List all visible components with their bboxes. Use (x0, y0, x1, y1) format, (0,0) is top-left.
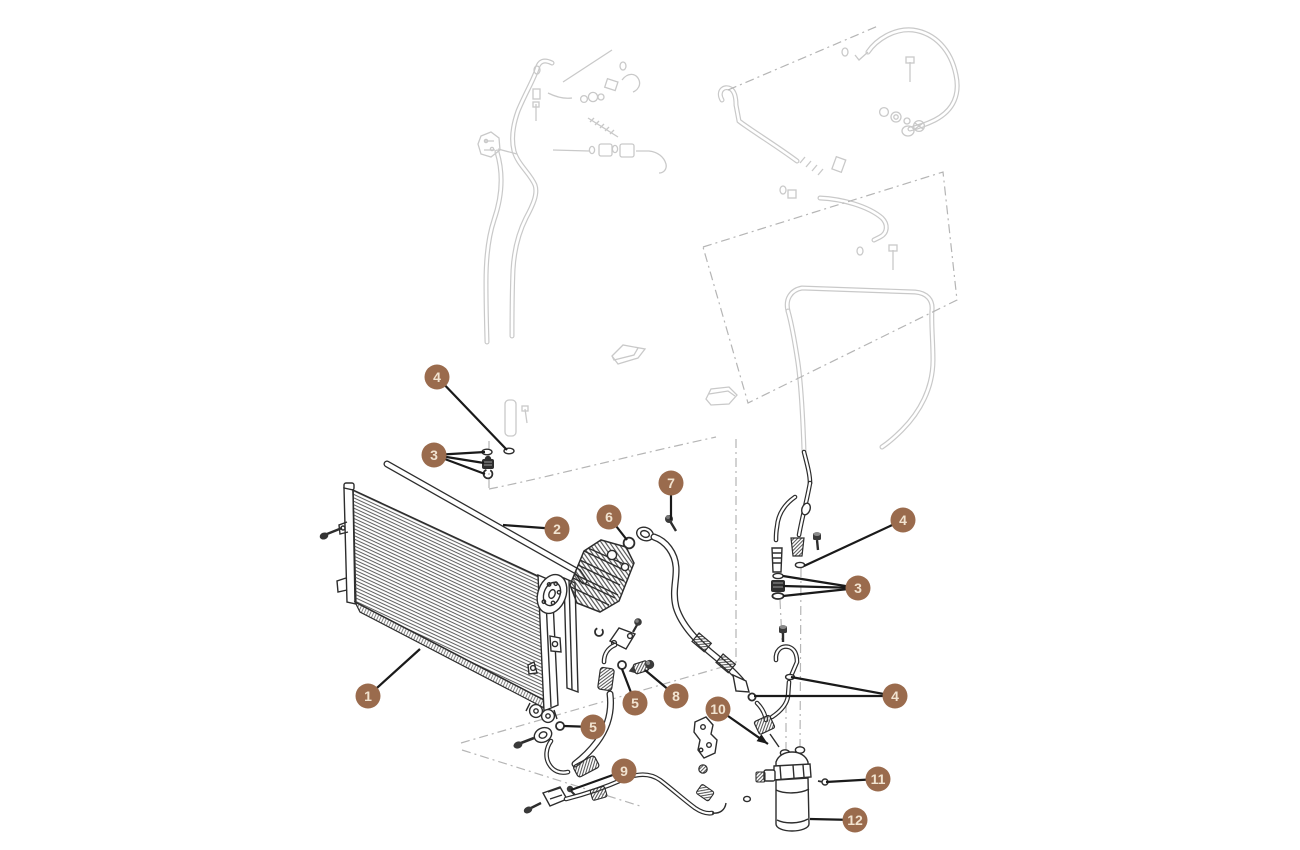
o-ring-5a (555, 721, 565, 731)
liquid-pipe-drawing (523, 772, 752, 816)
callout-10[interactable]: 10 (705, 696, 769, 745)
receiver-drier-drawing (755, 746, 829, 832)
faded-gasket-shapes (611, 344, 738, 406)
suction-hose-drawing (513, 618, 655, 778)
valve-8 (628, 659, 655, 675)
callout-12[interactable]: 12 (809, 807, 868, 833)
callout-number: 11 (871, 771, 886, 787)
callout-number: 9 (620, 763, 628, 779)
callout-number: 5 (631, 695, 639, 711)
o-ring-6 (622, 536, 636, 550)
callout-badge[interactable] (622, 690, 648, 716)
callout-badge[interactable] (882, 683, 908, 709)
callout-badge[interactable] (355, 683, 381, 709)
callout-badge[interactable] (424, 364, 450, 390)
callout-badge[interactable] (658, 470, 684, 496)
callout-4[interactable]: 4 (424, 364, 508, 451)
callout-number: 3 (430, 447, 438, 463)
callout-number: 12 (847, 812, 863, 828)
bolt-4-right (813, 532, 821, 551)
callout-number: 6 (605, 509, 613, 525)
left-fitting-group (481, 447, 515, 480)
callout-4[interactable]: 4 (754, 675, 908, 709)
callout-11[interactable]: 11 (825, 766, 891, 792)
drier-pipe-drawing (753, 625, 800, 748)
callout-1[interactable]: 1 (355, 648, 421, 709)
callout-9[interactable]: 9 (570, 758, 637, 792)
callout-badge[interactable] (845, 575, 871, 601)
callout-badge[interactable] (842, 807, 868, 833)
bracket-drawing (693, 716, 718, 774)
o-ring-5b (617, 660, 627, 670)
faded-background-art (477, 27, 960, 454)
construction-lines (460, 25, 958, 807)
callout-number: 2 (553, 521, 561, 537)
pipe-9-bolt (523, 801, 542, 814)
callout-number: 8 (672, 688, 680, 704)
callout-number: 7 (667, 475, 675, 491)
eyelet-bolt (513, 736, 535, 749)
right-pipe-drawing (771, 449, 821, 600)
callout-badge[interactable] (865, 766, 891, 792)
callout-badge[interactable] (890, 507, 916, 533)
callout-number: 1 (364, 688, 372, 704)
c-washer (594, 627, 604, 637)
callout-badge[interactable] (663, 683, 689, 709)
nut-3b (482, 455, 494, 469)
flange-bolt (632, 618, 642, 633)
callout-number: 4 (899, 512, 907, 528)
callout-5[interactable]: 5 (620, 668, 648, 716)
callout-number: 4 (891, 688, 899, 704)
callout-number: 5 (589, 719, 597, 735)
callout-number: 10 (710, 701, 726, 717)
callout-number: 4 (433, 369, 441, 385)
callout-3[interactable]: 3 (421, 442, 486, 476)
callout-2[interactable]: 2 (502, 516, 570, 542)
callout-badge[interactable] (421, 442, 447, 468)
callout-badge[interactable] (705, 696, 731, 722)
callout-3[interactable]: 3 (782, 574, 871, 601)
faded-pipe-assembly-left (477, 49, 667, 437)
compressor-pulley (536, 573, 568, 615)
fitting-stack-3-right (771, 572, 785, 600)
leader-arrowhead (756, 734, 768, 744)
washer-4 (794, 561, 806, 569)
bolt-9-target (566, 785, 576, 796)
callout-6[interactable]: 6 (596, 504, 628, 541)
compressor-drawing (536, 515, 678, 615)
callout-badge[interactable] (580, 714, 606, 740)
callout-5[interactable]: 5 (563, 714, 606, 740)
callout-8[interactable]: 8 (644, 669, 689, 709)
callout-4[interactable]: 4 (803, 507, 916, 567)
bolt-4-bottom (779, 625, 787, 642)
callout-badge[interactable] (544, 516, 570, 542)
callout-badge[interactable] (611, 758, 637, 784)
callout-badge[interactable] (596, 504, 622, 530)
faded-pipe-assembly-right (717, 27, 960, 454)
callout-7[interactable]: 7 (658, 470, 684, 521)
callout-number: 3 (854, 580, 862, 596)
